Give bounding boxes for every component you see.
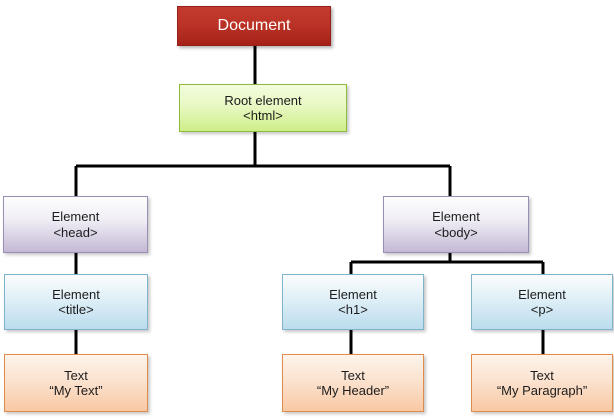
node-element-body-line-1: Element: [432, 209, 480, 225]
node-text-my-text-line-2: “My Text”: [49, 383, 103, 398]
node-text-my-paragraph-line-2: “My Paragraph”: [496, 383, 588, 398]
node-element-head-line-1: Element: [51, 209, 100, 225]
node-text-my-header-line-2: “My Header”: [316, 383, 390, 398]
node-element-h1[interactable]: Element <h1>: [282, 274, 424, 330]
node-element-head-line-2: <head>: [53, 224, 98, 240]
node-element-body[interactable]: Element <body>: [383, 196, 529, 253]
node-document[interactable]: Document: [177, 6, 331, 46]
node-text-my-paragraph-line-1: Text: [530, 367, 554, 383]
node-text-my-header[interactable]: Text “My Header”: [282, 354, 424, 412]
node-element-h1-line-1: Element: [329, 286, 377, 302]
node-element-p-line-1: Element: [518, 286, 566, 302]
node-element-title-line-2: <title>: [58, 302, 94, 317]
node-root-html-line-1: Root element: [224, 92, 302, 108]
node-element-p-line-2: <p>: [530, 302, 554, 317]
node-element-h1-line-2: <h1>: [338, 302, 368, 317]
node-root-html-line-2: <html>: [243, 108, 283, 123]
node-text-my-text-line-1: Text: [64, 367, 88, 383]
node-root-html[interactable]: Root element <html>: [179, 84, 347, 132]
node-text-my-header-line-1: Text: [341, 367, 365, 383]
node-element-title[interactable]: Element <title>: [4, 274, 148, 330]
node-element-title-line-1: Element: [52, 286, 100, 302]
node-element-body-line-2: <body>: [434, 224, 478, 240]
node-document-line-1: Document: [217, 16, 291, 34]
node-text-my-text[interactable]: Text “My Text”: [4, 354, 148, 412]
node-element-head[interactable]: Element <head>: [3, 196, 148, 253]
node-text-my-paragraph[interactable]: Text “My Paragraph”: [471, 354, 613, 412]
node-element-p[interactable]: Element <p>: [471, 274, 613, 330]
